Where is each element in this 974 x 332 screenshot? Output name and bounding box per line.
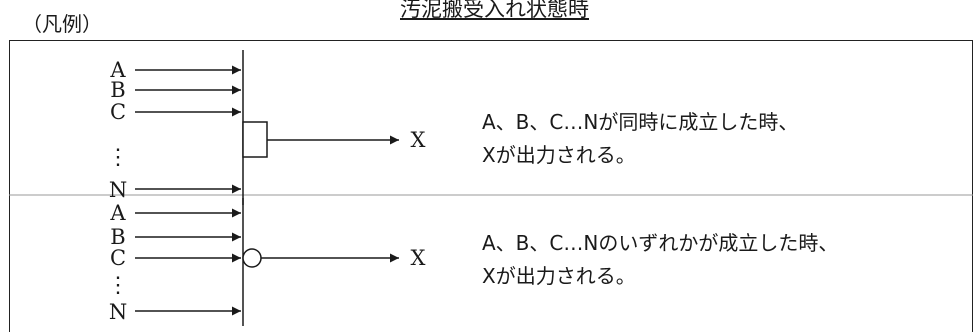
or-input-label-c: C [110,246,126,270]
or-input-label-a: A [109,201,126,225]
or-output-label: X [411,246,426,270]
and-gate-box [242,121,268,158]
or-gate-circle [242,248,262,268]
and-input-label-a: A [109,58,126,82]
legend-frame [9,40,973,332]
page-title: 汚泥搬受入れ状態時 [400,0,589,21]
legend-label: （凡例） [22,12,102,36]
or-description-line: Xが出力される。 [482,264,636,288]
and-input-label-b: B [110,78,125,102]
or-input-ellipsis: ⋮ [107,273,129,298]
and-description-line: A、B、C…Nが同時に成立した時、 [482,110,799,134]
and-gate-description: A、B、C…Nが同時に成立した時、 Xが出力される。 [482,106,798,172]
or-gate-description: A、B、C…Nのいずれかが成立した時、 Xが出力される。 [482,227,838,293]
or-gate-symbol [135,198,399,326]
and-input-label-c: C [110,100,126,124]
and-gate-symbol [135,50,399,205]
or-description-line: A、B、C…Nのいずれかが成立した時、 [482,231,839,255]
and-description-line: Xが出力される。 [482,143,636,167]
and-output-label: X [411,128,426,152]
and-input-ellipsis: ⋮ [107,145,129,170]
and-input-label-n: N [109,178,127,202]
or-input-label-n: N [109,300,127,324]
or-input-label-b: B [110,225,125,249]
